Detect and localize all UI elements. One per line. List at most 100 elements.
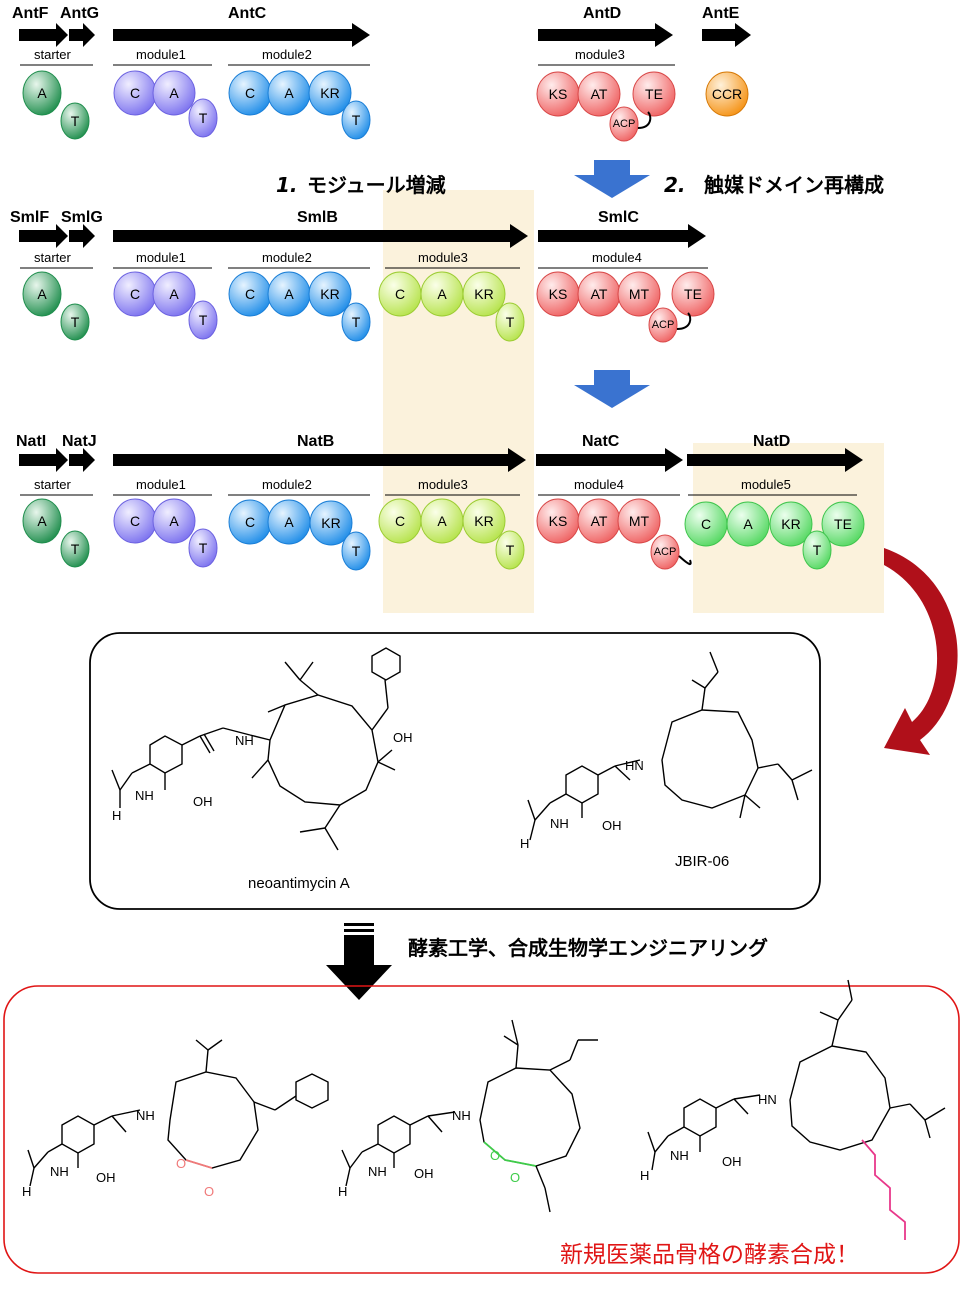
domain-kr (462, 498, 506, 544)
module-label-module3: module3 (418, 477, 468, 492)
domain-t (60, 102, 90, 140)
domain-acp (650, 534, 680, 570)
gene-label-natj: NatJ (62, 433, 97, 450)
phenyl-ring (371, 647, 401, 681)
domain-a (152, 271, 196, 317)
domain-label: KS (549, 86, 568, 102)
gene-label-smlb: SmlB (297, 209, 338, 226)
gene-label-smlg: SmlG (61, 209, 103, 226)
gene-arrow-antg (69, 23, 95, 47)
domain-a (152, 70, 196, 116)
result-label: 新規医薬品骨格の酵素合成！ (560, 1242, 859, 1268)
gene-arrow-antf (19, 23, 68, 47)
step2-number: 2. (664, 173, 686, 197)
atom-h: H (520, 836, 529, 851)
gene-label-antg: AntG (60, 5, 99, 22)
domain-label: C (245, 85, 255, 101)
gene-label-nati: NatI (16, 433, 46, 450)
domain-label: A (437, 286, 447, 302)
domain-label: A (37, 286, 47, 302)
domain-ccr (705, 71, 749, 117)
domain-label: KR (320, 286, 339, 302)
module-label-module2: module2 (262, 477, 312, 492)
atom-o-colored: O (510, 1170, 520, 1185)
module-label-starter: starter (34, 47, 72, 62)
result-frame (3, 985, 960, 1274)
domain-label: C (245, 286, 255, 302)
module-label-module4: module4 (574, 477, 624, 492)
domain-label: C (130, 286, 140, 302)
gene-label-natc: NatC (582, 433, 620, 450)
acp-linker (678, 555, 692, 566)
atom-nh: NH (235, 733, 254, 748)
macrocycle (167, 1071, 259, 1169)
domain-te (671, 271, 715, 317)
atom-nh: NH (670, 1148, 689, 1163)
domain-label: T (813, 542, 822, 558)
domain-kr (462, 271, 506, 317)
domain-label: A (437, 513, 447, 529)
gene-label-antd: AntD (583, 5, 621, 22)
atom-h: H (338, 1184, 347, 1199)
domain-label: T (71, 314, 80, 330)
module-label-module1: module1 (136, 477, 186, 492)
domain-label: T (506, 542, 515, 558)
module-label-module5: module5 (741, 477, 791, 492)
domain-label: A (169, 513, 179, 529)
domain-label: ACP (652, 319, 675, 331)
gene-arrow-natj (69, 448, 95, 472)
atom-h: H (22, 1184, 31, 1199)
gene-arrow-ante (702, 23, 751, 47)
domain-label: A (37, 513, 47, 529)
domain-t (495, 530, 525, 570)
domain-label: MT (629, 286, 650, 302)
domain-a (22, 70, 62, 116)
domain-label: KS (549, 513, 568, 529)
domain-t (188, 98, 218, 138)
domain-label: ACP (613, 118, 636, 130)
domain-label: T (506, 314, 515, 330)
domain-label: T (71, 541, 80, 557)
row1: AntF AntG AntC AntD AntE starter module1… (12, 5, 751, 142)
domain-label: A (169, 286, 179, 302)
domain-label: ACP (654, 546, 677, 558)
product-structure-3: HN NH OH H (640, 979, 946, 1240)
atom-hn: HN (625, 758, 644, 773)
domain-label: C (245, 514, 255, 530)
compounds-box (89, 632, 821, 910)
atom-oh: OH (96, 1170, 116, 1185)
row2: SmlF SmlG SmlB SmlC starter module1 modu… (10, 209, 715, 343)
structure-jbir-06: HN NH OH H JBIR-06 (520, 651, 813, 870)
atom-nh: NH (50, 1164, 69, 1179)
macrocycle (267, 694, 379, 806)
acp-linker (637, 111, 652, 129)
atom-h: H (640, 1168, 649, 1183)
module-label-module2: module2 (262, 47, 312, 62)
gene-arrow-antc (113, 23, 370, 47)
domain-label: A (284, 514, 294, 530)
compound-name-neoantimycin-a: neoantimycin A (248, 875, 350, 892)
domain-label: AT (591, 286, 608, 302)
gene-arrow-smlc (538, 224, 706, 248)
domain-label: KR (781, 516, 800, 532)
module-label-module2: module2 (262, 250, 312, 265)
gene-arrow-nati (19, 448, 68, 472)
domain-label: TE (834, 516, 852, 532)
domain-label: C (130, 85, 140, 101)
domain-t (802, 530, 832, 570)
domain-kr (308, 271, 352, 317)
row3: NatI NatJ NatB NatC NatD starter module1… (16, 433, 865, 571)
domain-kr (769, 501, 813, 547)
domain-label: KR (474, 286, 493, 302)
domain-t (495, 302, 525, 342)
module-label-module1: module1 (136, 250, 186, 265)
domain-label: T (352, 112, 361, 128)
domain-label: T (199, 540, 208, 556)
curved-red-arrow (884, 548, 958, 755)
atom-nh: NH (136, 1108, 155, 1123)
domain-acp (648, 307, 678, 343)
atom-o-colored: O (176, 1156, 186, 1171)
down-arrow (574, 370, 650, 408)
domain-label: T (352, 314, 361, 330)
domain-label: AT (591, 513, 608, 529)
